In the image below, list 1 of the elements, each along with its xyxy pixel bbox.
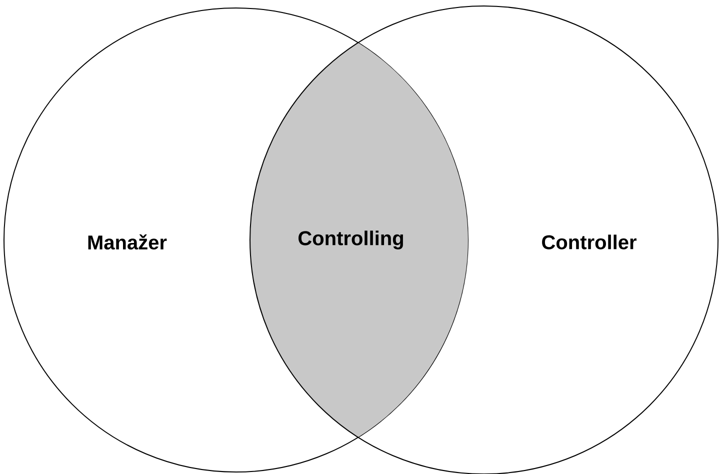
overlap-region: Controlling xyxy=(250,42,468,438)
